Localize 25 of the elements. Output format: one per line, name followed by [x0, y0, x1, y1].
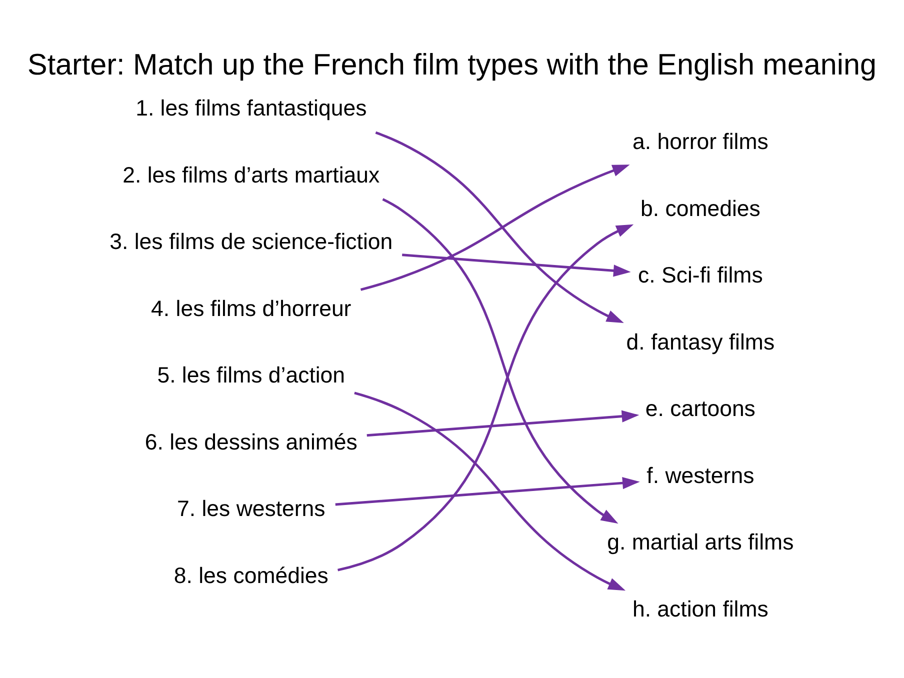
node-text: e. cartoons — [645, 396, 756, 421]
node-text: f. westerns — [646, 462, 754, 488]
arrow — [360, 164, 630, 290]
node-text: 1. les films fantastiques — [136, 95, 367, 120]
node-text: g. martial arts films — [607, 529, 794, 554]
diagram-title: Starter: Match up the French film types with the English meaning — [28, 48, 876, 82]
node-text: d. fantasy films — [626, 328, 775, 354]
arrow — [402, 253, 631, 276]
arrow — [338, 224, 634, 571]
node-text: a. horror films — [632, 128, 768, 154]
node-text: 8. les comédies — [174, 562, 328, 588]
node-text: 3. les films de science-fiction — [110, 228, 393, 254]
arrow — [354, 391, 626, 590]
node-text: 4. les films d’horreur — [151, 295, 352, 320]
node-text: c. Sci-fi films — [638, 262, 763, 288]
arrow — [382, 198, 618, 524]
node-text: 6. les dessins animés — [144, 428, 358, 454]
node-text: b. comedies — [640, 195, 760, 220]
node-text: 2. les films d’arts martiaux — [122, 162, 380, 187]
arrow — [366, 410, 640, 436]
arrow — [375, 130, 624, 323]
node-text: 7. les westerns — [177, 496, 326, 521]
node-text: h. action films — [632, 596, 768, 621]
node-text: 5. les films d’action — [157, 362, 346, 388]
arrow — [335, 476, 640, 506]
